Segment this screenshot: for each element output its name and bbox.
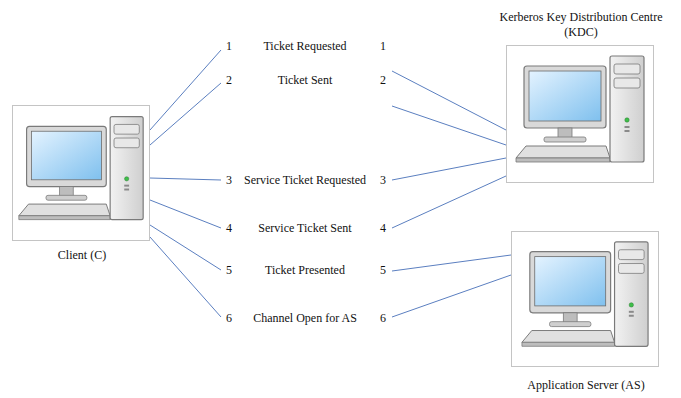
callout-number: 1 (224, 39, 234, 53)
message-label: Channel Open for AS (251, 311, 359, 325)
callout-number: 6 (224, 311, 234, 325)
computer-icon (512, 232, 658, 366)
node-caption: Application Server (AS) (487, 378, 681, 393)
message-label: Ticket Requested (261, 39, 348, 53)
callout-number: 5 (378, 263, 388, 277)
computer-node: Client (C) (12, 105, 150, 241)
message-label: Ticket Presented (263, 263, 347, 277)
callout-number: 6 (378, 311, 388, 325)
callout-number: 4 (378, 221, 388, 235)
computer-node: Kerberos Key Distribution Centre (KDC) (506, 45, 654, 183)
message-label: Service Ticket Requested (242, 173, 368, 187)
message-label: Service Ticket Sent (256, 221, 353, 235)
callout-number: 4 (224, 221, 234, 235)
message-label: Ticket Sent (276, 73, 335, 87)
computer-icon (507, 46, 653, 182)
callout-number: 2 (378, 73, 388, 87)
callout-number: 5 (224, 263, 234, 277)
message-line (150, 83, 506, 145)
node-caption: Client (C) (0, 248, 181, 263)
callout-number: 3 (378, 173, 388, 187)
callout-number: 2 (224, 73, 234, 87)
computer-icon (13, 106, 149, 240)
computer-node: Application Server (AS) (511, 231, 659, 367)
callout-number: 1 (378, 39, 388, 53)
node-caption: Kerberos Key Distribution Centre (KDC) (497, 10, 665, 40)
message-line (150, 237, 511, 317)
callout-number: 3 (224, 173, 234, 187)
message-line (150, 50, 506, 130)
